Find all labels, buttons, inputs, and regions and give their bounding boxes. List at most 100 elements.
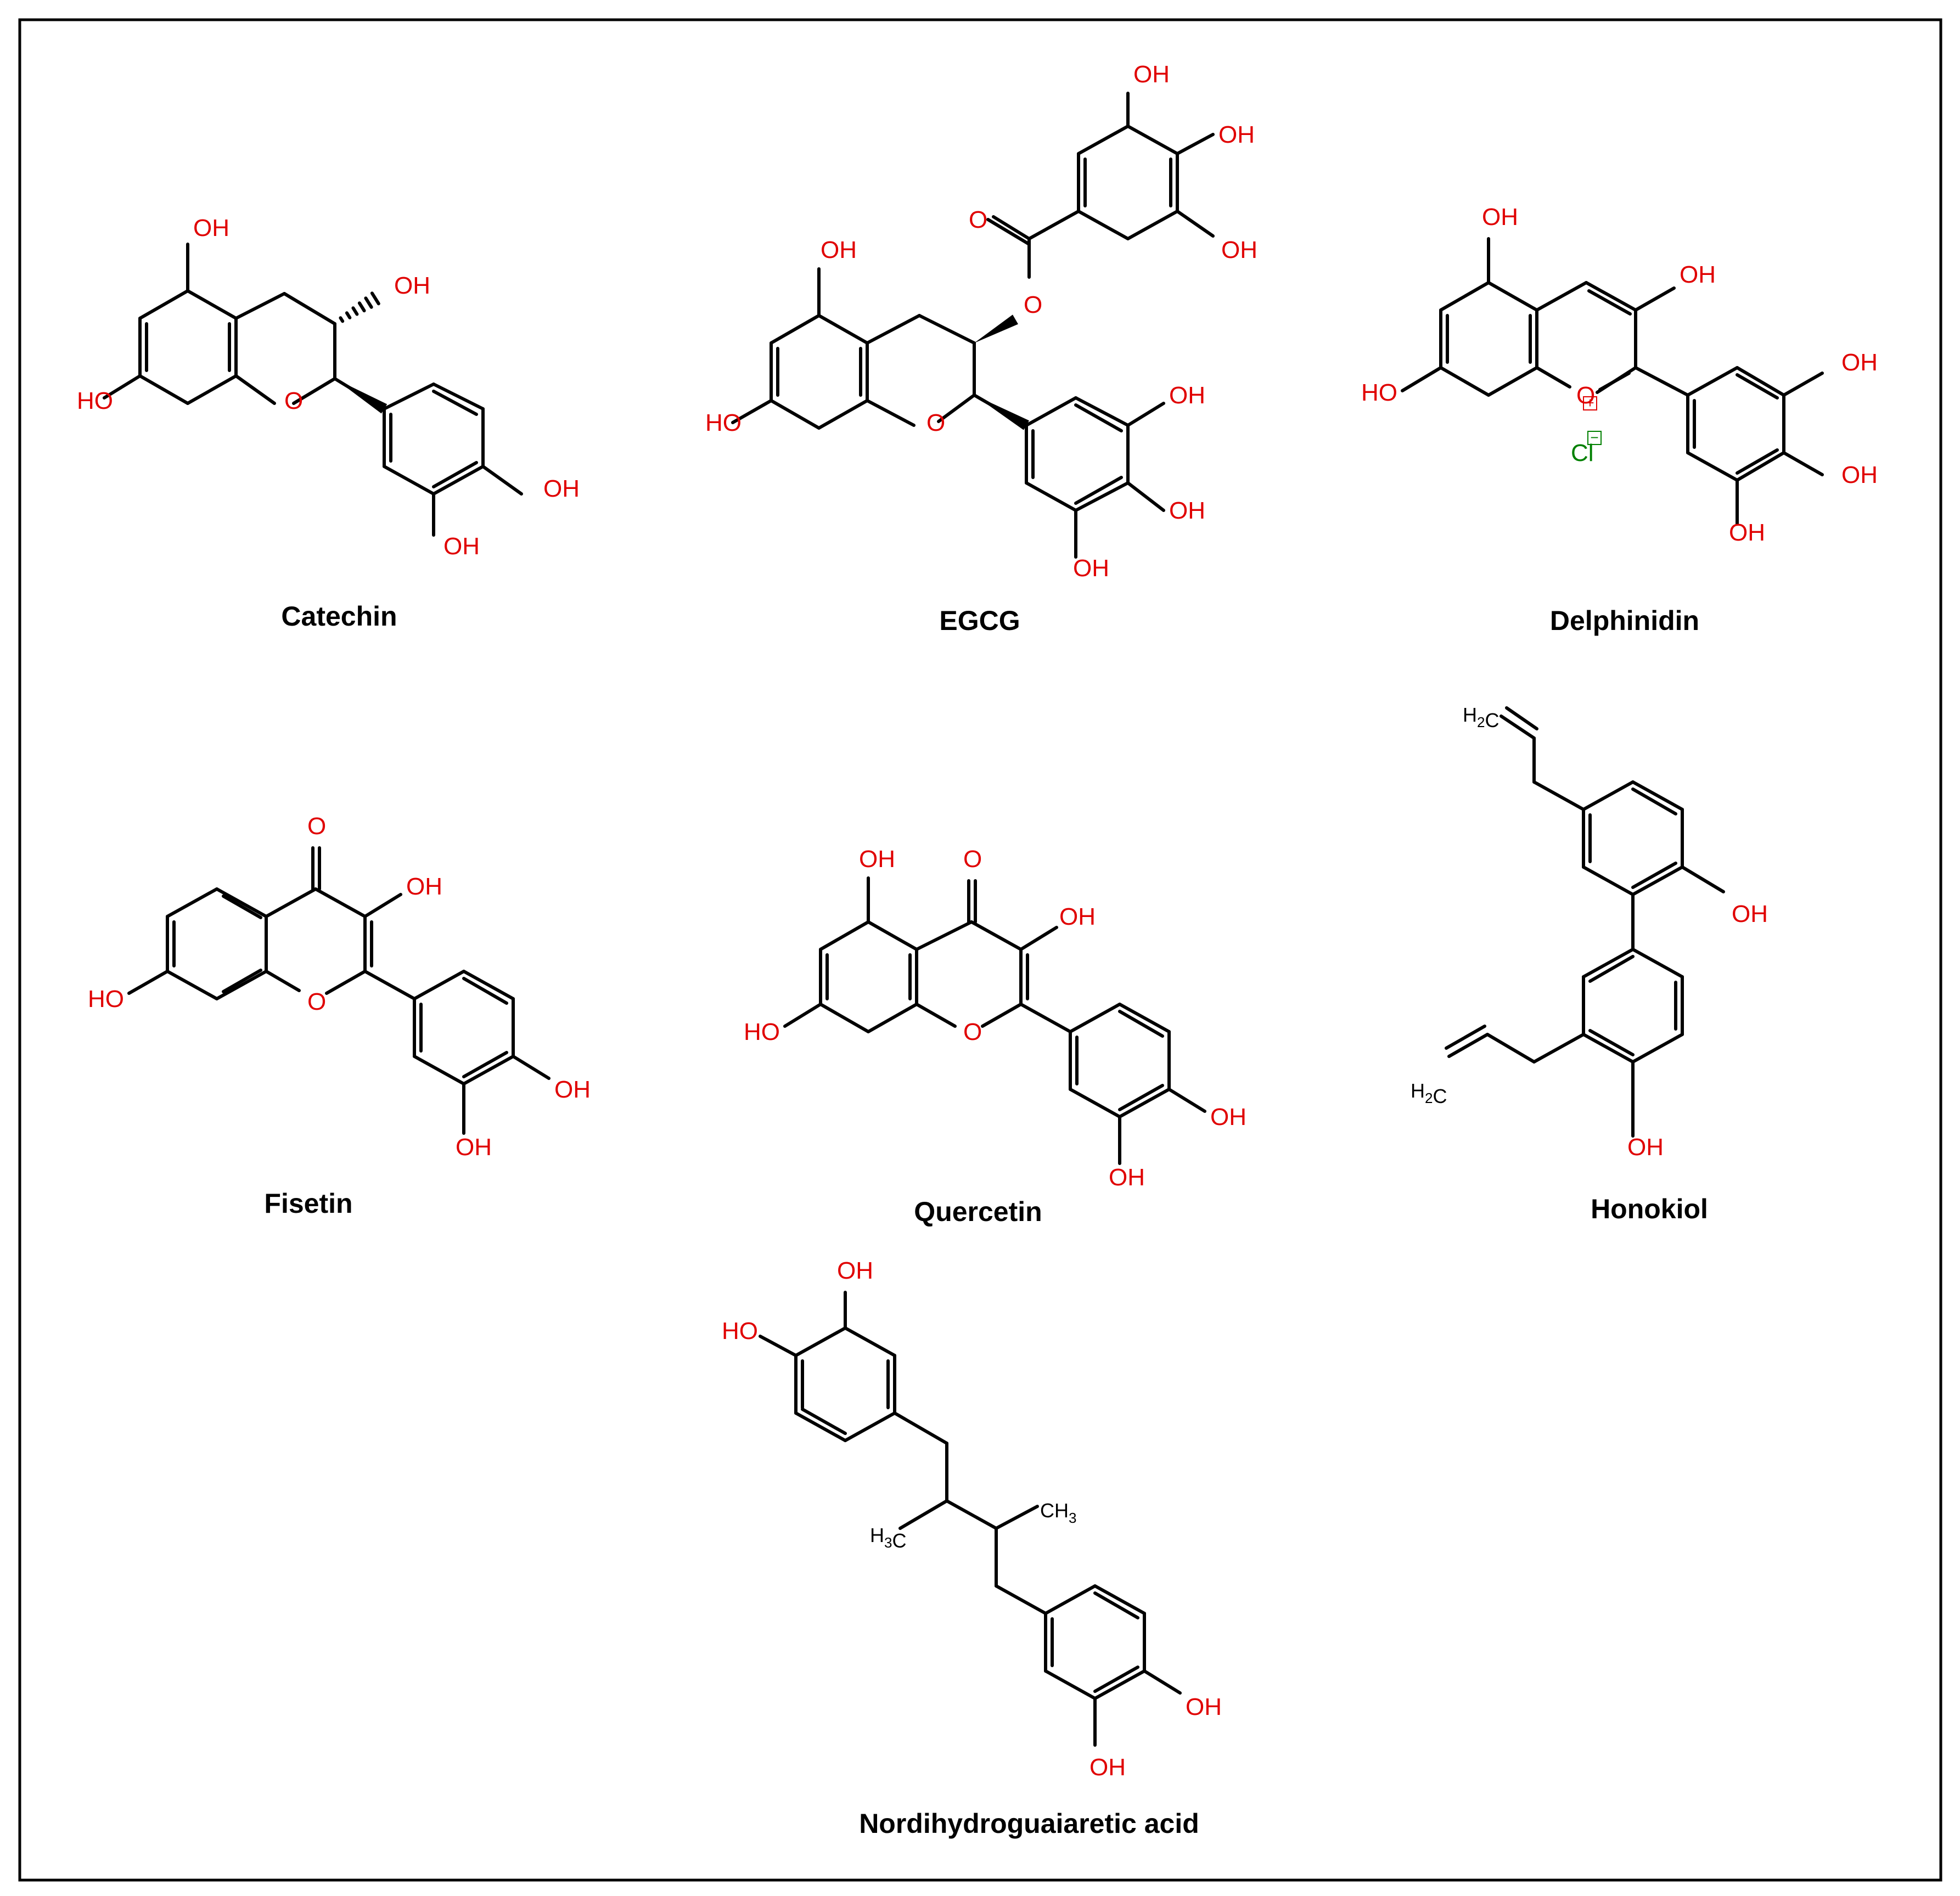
bond [1681,865,1725,893]
bond [432,390,478,416]
bond [383,382,435,410]
bond [1532,1033,1585,1064]
atom-label: O [307,988,326,1015]
bond [1686,451,1739,482]
bond [1126,402,1165,427]
bond [1447,1033,1489,1058]
bond [1487,366,1538,397]
bond [1118,1084,1164,1111]
atom-label: OH [1841,349,1878,376]
bond [1025,396,1077,427]
bond [992,215,1031,240]
bond [1074,403,1123,432]
bond [432,382,485,410]
compound-name-honokiol: Honokiol [1591,1194,1708,1224]
bond [462,1055,515,1085]
atom-label: OH [1221,237,1257,263]
bond [915,920,973,951]
bond [1176,133,1215,155]
atom-label: HO [77,387,113,414]
compound-name-fisetin: Fisetin [264,1188,352,1219]
atom-label: H2C [1411,1079,1447,1107]
bond [1118,1088,1171,1118]
bond [794,1411,847,1442]
atom-label: OH [554,1076,591,1103]
atom-label: OH [1109,1164,1145,1191]
atom-label: OH [1133,61,1170,88]
bond [783,1003,822,1028]
bond [770,314,821,345]
atom-label: OH [1680,261,1716,288]
atom-label: OH [1059,903,1096,930]
bond [1782,372,1824,397]
bond [817,314,869,345]
atom-label: O [1024,291,1042,318]
bond [1093,1669,1146,1700]
bond [462,1051,508,1078]
bond [1582,780,1635,811]
bond [1582,948,1635,978]
bond [1019,926,1058,951]
bond [1118,1003,1171,1033]
bond [866,399,916,427]
double-bond-line [1598,372,1631,391]
bond [138,289,189,320]
atom-label: CH3 [1040,1499,1076,1526]
bond [794,1326,847,1357]
bond [970,920,1023,951]
bond [937,393,976,423]
bond [215,887,268,918]
compound-name-egcg: EGCG [939,605,1020,636]
atom-label: OH [821,237,857,263]
atom-label: O [963,846,982,873]
bond [1176,210,1215,238]
bond [1736,366,1785,397]
hash-bond-segment [357,301,366,313]
atom-label: HO [722,1318,758,1344]
bond [186,374,238,405]
bond [1445,1025,1486,1050]
bond [1582,865,1635,896]
atom-label: OH [837,1257,873,1284]
bond [222,894,262,919]
bond [1585,281,1637,312]
bond [166,887,218,918]
bond [1634,366,1689,397]
hash-bond-segment [345,311,352,319]
bond [1631,787,1677,815]
atom-label: O [969,206,987,233]
bond [1631,865,1684,896]
hash-bond-segment [351,306,359,316]
bond [512,1055,551,1080]
bond [1588,1029,1635,1056]
bond [1631,862,1677,889]
bond [1077,125,1130,155]
bond [1074,396,1130,427]
bond [432,465,485,496]
bond [1143,1669,1182,1695]
bond [1631,780,1684,811]
bond [1588,955,1635,983]
bond [1118,1010,1164,1038]
bond [292,377,336,405]
wedge-bond [974,314,1018,343]
bond [265,887,317,918]
bond [1126,481,1165,512]
bond [413,1055,465,1085]
bond [819,1003,870,1033]
compound-name-delphinidin: Delphinidin [1550,605,1699,636]
bond [265,970,301,992]
atom-label: HO [1361,379,1397,406]
compound-name-catechin: Catechin [281,601,397,632]
atom-label: OH [1627,1134,1664,1161]
bond [462,977,508,1005]
atom-label: O [1576,382,1595,409]
bond [1069,1088,1121,1118]
